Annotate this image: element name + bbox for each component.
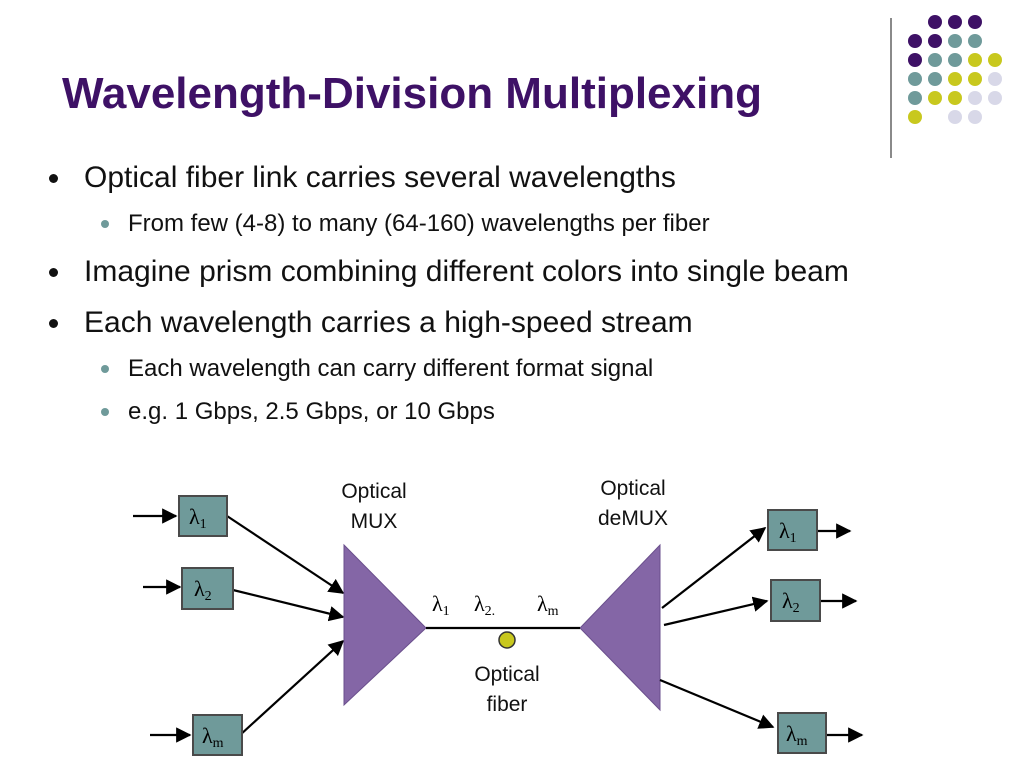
decorative-dot — [988, 91, 1002, 105]
demux-label-line-2: deMUX — [598, 507, 668, 530]
decorative-dot — [928, 15, 942, 29]
output-lambda-box-1: λ1 — [767, 509, 818, 551]
output-lambda-box-m: λm — [777, 712, 827, 754]
svg-text:λ1: λ1 — [189, 504, 207, 532]
decorative-dot — [968, 91, 982, 105]
decorative-dot — [948, 53, 962, 67]
decorative-dot — [948, 91, 962, 105]
mux-label-line-2: MUX — [351, 510, 398, 533]
lambda-subscript: 1 — [790, 531, 797, 546]
input-lambda-box-m: λm — [192, 714, 243, 756]
demux-label-line-1: Optical — [600, 477, 665, 500]
fiber-label-line-2: fiber — [487, 693, 528, 716]
fiber-wavelength-label: λ2. — [474, 591, 495, 619]
lambda-subscript: m — [213, 736, 224, 751]
lambda-symbol: λ — [194, 576, 205, 601]
lambda-symbol: λ — [202, 723, 213, 748]
bullet-item: Optical fiber link carries several wavel… — [49, 161, 676, 194]
mux-triangle — [343, 543, 427, 707]
bullet-item: Imagine prism combining different colors… — [49, 255, 849, 288]
input-lambda-box-2: λ2 — [181, 567, 234, 610]
lambda-symbol: λ — [782, 588, 793, 613]
mux-input-arrow — [226, 515, 345, 594]
sub-bullet-item: Each wavelength can carry different form… — [100, 355, 654, 382]
decorative-dot — [968, 53, 982, 67]
decorative-dot — [948, 15, 962, 29]
decorative-dot — [908, 91, 922, 105]
decorative-dot — [948, 34, 962, 48]
demux-output-arrow — [661, 527, 767, 609]
svg-text:λ2: λ2 — [782, 588, 800, 616]
decorative-dot — [928, 91, 942, 105]
decorative-dot — [908, 110, 922, 124]
lambda-symbol: λ — [189, 504, 200, 529]
decorative-dot — [928, 53, 942, 67]
decorative-dot — [928, 34, 942, 48]
demux-output-arrow — [663, 596, 769, 627]
output-lambda-box-2: λ2 — [770, 579, 821, 622]
decorative-dot — [988, 72, 1002, 86]
lambda-symbol: λ — [779, 518, 790, 543]
decorative-dot — [968, 34, 982, 48]
sub-bullet-item: e.g. 1 Gbps, 2.5 Gbps, or 10 Gbps — [101, 398, 495, 425]
demux-output-arrow — [659, 678, 775, 729]
decorative-dot — [908, 72, 922, 86]
decorative-dot — [968, 72, 982, 86]
decorative-dot — [988, 53, 1002, 67]
mux-input-arrow — [239, 639, 345, 736]
lambda-subscript: 2 — [205, 589, 212, 604]
lambda-symbol: λ — [786, 721, 797, 746]
decorative-dot — [968, 15, 982, 29]
title-divider-line — [890, 18, 892, 158]
svg-text:λ1: λ1 — [779, 518, 797, 546]
lambda-subscript: 1 — [200, 517, 207, 532]
lambda-subscript: m — [797, 734, 808, 749]
mux-input-arrow — [232, 588, 345, 622]
input-lambda-box-1: λ1 — [178, 495, 228, 537]
demux-triangle — [579, 543, 661, 712]
fiber-dot-icon — [498, 631, 516, 649]
svg-text:λ2: λ2 — [194, 576, 212, 604]
fiber-wavelength-label: λm — [537, 591, 559, 619]
lambda-subscript: 2 — [793, 601, 800, 616]
sub-bullet-item: From few (4-8) to many (64-160) waveleng… — [101, 210, 710, 237]
decorative-dot — [908, 34, 922, 48]
decorative-dot — [968, 110, 982, 124]
decorative-dot — [908, 53, 922, 67]
decorative-dot — [948, 110, 962, 124]
slide-title: Wavelength-Division Multiplexing — [62, 69, 762, 118]
decorative-dot — [928, 72, 942, 86]
fiber-label-line-1: Optical — [474, 663, 539, 686]
svg-text:λm: λm — [202, 723, 224, 751]
bullet-item: Each wavelength carries a high-speed str… — [49, 306, 693, 339]
fiber-wavelength-label: λ1 — [432, 591, 450, 619]
svg-text:λm: λm — [786, 721, 808, 749]
decorative-dot — [948, 72, 962, 86]
mux-label-line-1: Optical — [341, 480, 406, 503]
